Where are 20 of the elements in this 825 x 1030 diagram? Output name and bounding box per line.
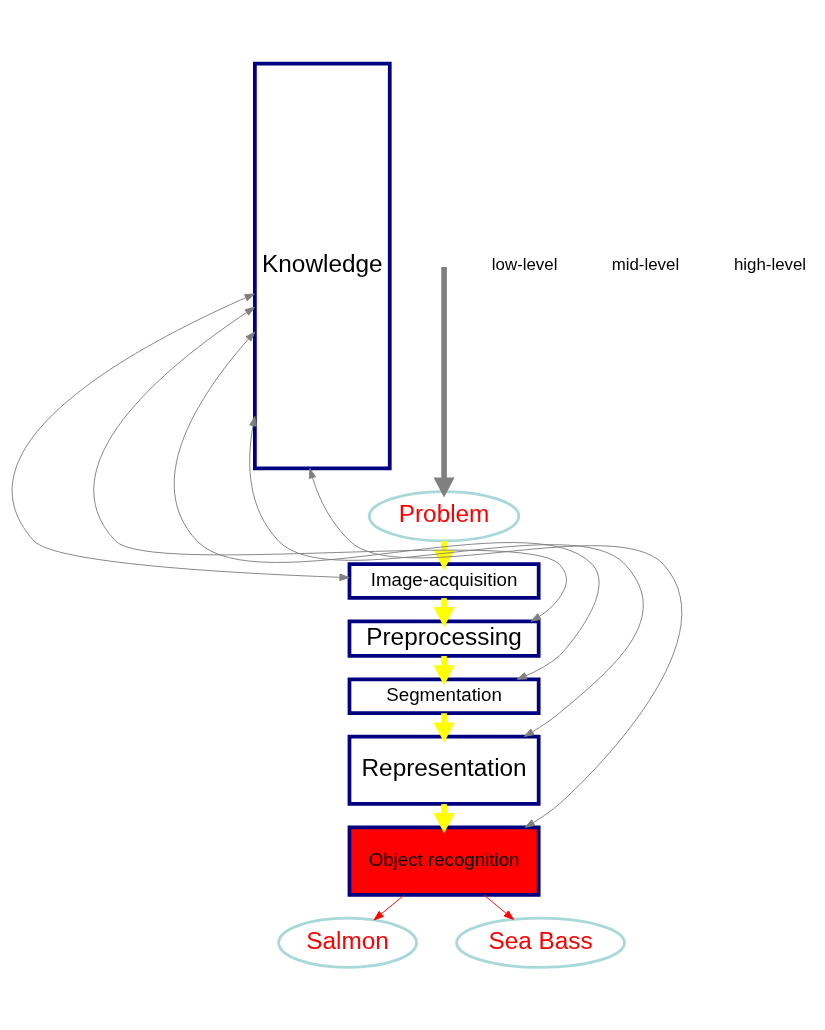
arrow	[249, 415, 644, 737]
node-box: Segmentation	[347, 677, 541, 715]
node-box: Knowledge	[253, 61, 392, 470]
node-box: Preprocessing	[347, 618, 541, 658]
label: high-level	[733, 254, 807, 274]
node-box: Object recognition	[347, 825, 541, 897]
node-ellipse: Problem	[367, 489, 521, 542]
arrow	[11, 293, 350, 581]
arrow	[93, 306, 567, 622]
node-ellipse: Salmon	[277, 916, 418, 969]
arrow	[308, 467, 683, 828]
node-box: Representation	[347, 734, 541, 806]
arrow	[174, 330, 600, 680]
node-box: Image-acquisition	[347, 561, 541, 600]
arrow	[373, 894, 405, 920]
label: mid-level	[611, 254, 680, 274]
arrow	[483, 894, 514, 920]
arrow	[433, 266, 455, 497]
label: low-level	[491, 254, 558, 274]
node-ellipse: Sea Bass	[455, 916, 626, 969]
